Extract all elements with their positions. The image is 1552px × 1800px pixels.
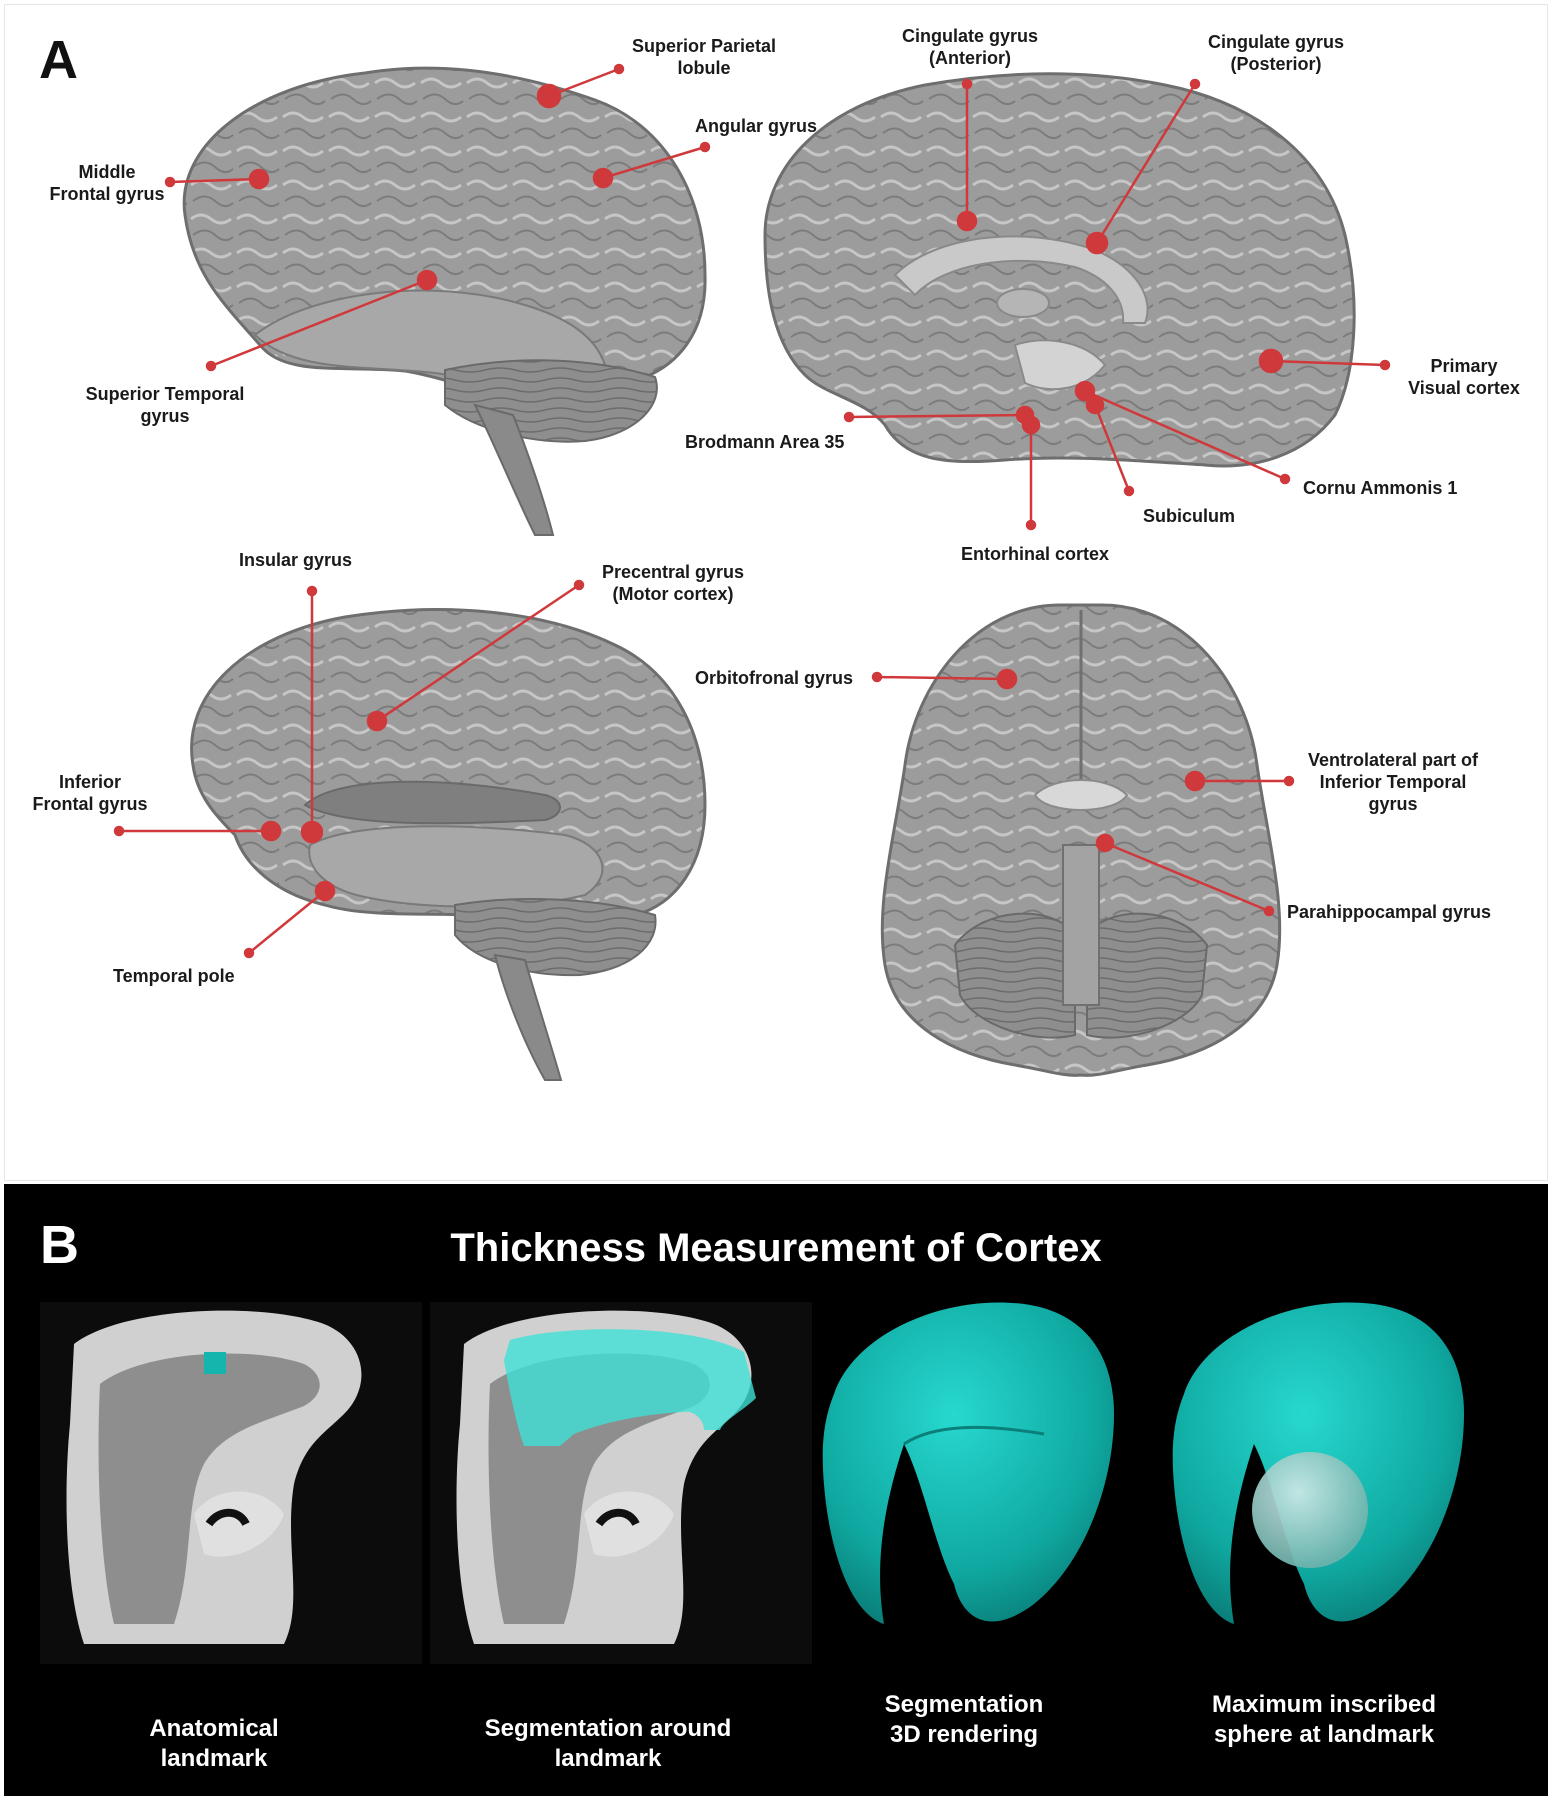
label-cingulate-anterior: Cingulate gyrus (Anterior) — [901, 26, 1039, 68]
label-precentral: Precentral gyrus (Motor cortex) — [601, 562, 745, 604]
marker-end-temporal-pole — [243, 947, 255, 959]
marker-superior-parietal — [536, 83, 562, 109]
marker-ventrolateral-it — [1184, 770, 1206, 792]
caption-anatomical-landmark: Anatomical landmark — [149, 1715, 279, 1772]
mri-anatomical-landmark — [40, 1302, 422, 1664]
label-primary-visual: Primary Visual cortex — [1408, 356, 1520, 398]
label-cingulate-posterior: Cingulate gyrus (Posterior) — [1207, 32, 1345, 74]
marker-superior-temporal — [416, 269, 438, 291]
label-entorhinal: Entorhinal cortex — [961, 544, 1110, 564]
marker-cingulate-posterior — [1085, 231, 1109, 255]
inscribed-sphere — [1252, 1452, 1368, 1568]
marker-end-entorhinal — [1025, 519, 1037, 531]
mri-segmentation — [430, 1302, 812, 1664]
label-cornu-ammonis: Cornu Ammonis 1 — [1303, 478, 1458, 498]
marker-temporal-pole — [314, 880, 336, 902]
marker-end-superior-parietal — [613, 63, 625, 75]
caption-3d-rendering: Segmentation 3D rendering — [884, 1691, 1044, 1748]
label-angular: Angular gyrus — [695, 116, 818, 136]
marker-end-insular — [306, 585, 318, 597]
panel-a: A — [4, 4, 1548, 1181]
panel-b: B Thickness Measurement of Cortex — [4, 1184, 1548, 1796]
marker-subiculum — [1085, 395, 1105, 415]
marker-end-ventrolateral-it — [1283, 775, 1295, 787]
label-middle-frontal: Middle Frontal gyrus — [49, 162, 165, 204]
label-brodmann-35: Brodmann Area 35 — [685, 432, 845, 452]
marker-end-orbitofronal — [871, 671, 883, 683]
marker-orbitofronal — [996, 668, 1018, 690]
marker-end-cingulate-anterior — [961, 78, 973, 90]
marker-end-subiculum — [1123, 485, 1135, 497]
landmark-voxel — [204, 1352, 226, 1374]
thickness-figures — [40, 1302, 1464, 1664]
segmentation-3d-rendering — [822, 1302, 1114, 1624]
label-orbitofronal: Orbitofronal gyrus — [695, 668, 854, 688]
marker-end-superior-temporal — [205, 360, 217, 372]
brain-illustrations — [113, 63, 1391, 1081]
marker-cingulate-anterior — [956, 210, 978, 232]
marker-end-parahippocampal — [1263, 905, 1275, 917]
label-parahippocampal: Parahippocampal gyrus — [1287, 902, 1492, 922]
panel-b-letter: B — [40, 1215, 79, 1275]
marker-insular — [300, 820, 324, 844]
ventral-brain — [880, 603, 1282, 1077]
segmentation-overlay — [504, 1329, 756, 1446]
label-temporal-pole: Temporal pole — [113, 966, 235, 986]
label-subiculum: Subiculum — [1143, 506, 1236, 526]
caption-segmentation: Segmentation around landmark — [484, 1715, 732, 1772]
marker-entorhinal — [1021, 415, 1041, 435]
marker-end-primary-visual — [1379, 359, 1391, 371]
caption-inscribed-sphere: Maximum inscribed sphere at landmark — [1211, 1691, 1437, 1748]
marker-leaders — [113, 63, 1391, 959]
medial-brain — [763, 72, 1356, 468]
marker-end-cingulate-posterior — [1189, 78, 1201, 90]
marker-end-precentral — [573, 579, 585, 591]
marker-end-middle-frontal — [164, 176, 176, 188]
marker-precentral — [366, 710, 388, 732]
label-superior-temporal: Superior Temporal gyrus — [85, 384, 245, 426]
panel-a-letter: A — [39, 30, 78, 90]
label-ventrolateral-it: Ventrolateral part of Inferior Temporal … — [1307, 750, 1479, 814]
marker-angular — [592, 167, 614, 189]
panel-b-title: Thickness Measurement of Cortex — [450, 1226, 1102, 1270]
marker-end-brodmann-35 — [843, 411, 855, 423]
marker-end-inferior-frontal — [113, 825, 125, 837]
marker-parahippocampal — [1095, 833, 1115, 853]
inscribed-sphere-rendering — [1172, 1302, 1464, 1624]
label-superior-parietal: Superior Parietal lobule — [631, 36, 777, 78]
marker-inferior-frontal — [260, 820, 282, 842]
lateral-brain-top — [182, 66, 707, 536]
marker-end-angular — [699, 141, 711, 153]
marker-primary-visual — [1258, 348, 1284, 374]
label-insular: Insular gyrus — [239, 550, 353, 570]
marker-end-cornu-ammonis — [1279, 473, 1291, 485]
lateral-brain-insula — [190, 608, 707, 1081]
marker-middle-frontal — [248, 168, 270, 190]
label-inferior-frontal: Inferior Frontal gyrus — [32, 772, 148, 814]
marker-cornu-ammonis — [1074, 380, 1096, 402]
